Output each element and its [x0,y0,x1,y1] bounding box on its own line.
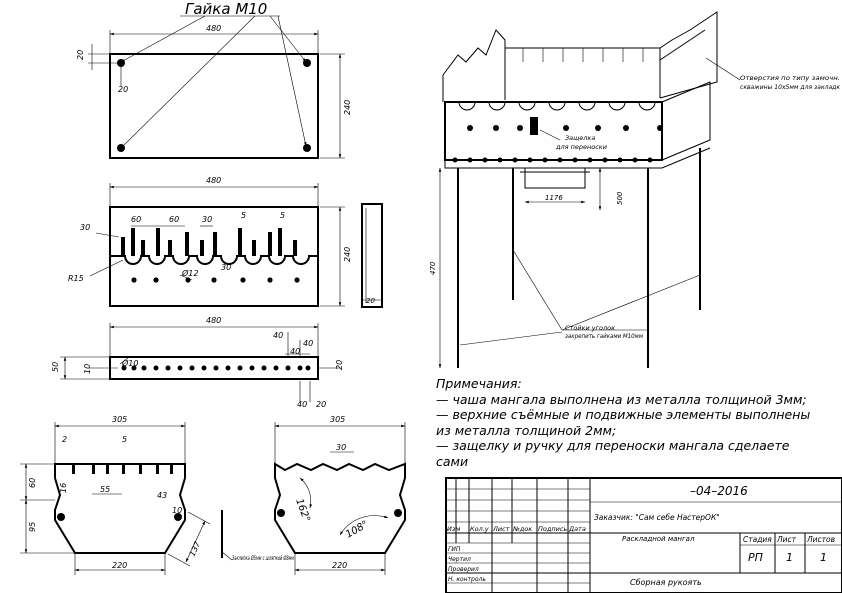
top-plate-offset-x: 20 [118,85,128,94]
handle-label: Заклепка Ø5мм с шляпкой Ø8мм [232,554,294,562]
tb-row-3: Н. контроль [448,576,486,583]
trap-left-d10: 10 [172,506,182,515]
trap-left-d60: 60 [28,478,37,488]
trap-left-d16: 16 [59,483,68,493]
trap-left-bottom: 220 [112,561,127,570]
trap-left-d2: 2 [62,435,67,444]
radius-label: R15 [68,274,84,283]
tb-row-2: Проверил [448,566,479,573]
trap-left-d43: 43 [157,491,167,500]
tb-sheet: 1 [786,551,793,564]
bottom-d20a: 20 [335,360,344,370]
tb-header-0: Изм [447,525,460,533]
trapezoid-right: 305 30 162° 108° 220 [274,415,406,575]
trap-left-d95: 95 [28,522,37,532]
legs-label-2: закрепить гайками М10мм [565,333,643,340]
tb-assembly: Сборная рукоять [630,578,702,587]
slot-width-a: 5 [241,211,246,220]
title-block: –04–2016 Заказчик: "Сам себе НастерОК" И… [445,477,842,593]
tb-date: –04–2016 [690,484,748,498]
bottom-d20b: 20 [316,400,326,409]
top-plate-height: 240 [343,100,352,115]
legs-label-1: Стойки уголок [565,324,615,332]
hole-label-2: скважины 10х5мм для закладк [740,84,840,91]
trapezoid-left: 305 2 5 55 60 95 16 43 10 137 220 [20,415,211,575]
trap-left-d5: 5 [122,435,127,444]
bottom-left-offset: 10 [83,364,92,374]
notes-line-1: — чаша мангала выполнена из металла толщ… [436,391,807,407]
side-strip-width: 20 [366,297,375,305]
tb-row-0: ГИП [448,546,461,553]
dim-1176: 1176 [545,194,563,202]
trap-right-top: 305 [330,415,345,424]
hole-dia: Ø12 [181,268,198,278]
tb-stage-label: Стадия [743,535,772,544]
top-plate-width: 480 [206,24,221,33]
tb-header-5: Дата [568,525,586,533]
bottom-d40c: 40 [290,347,300,356]
bottom-d40b: 40 [303,339,313,348]
notes-line-4: — защелку и ручку для переноски мангала … [436,438,790,453]
front-plate-width: 480 [206,176,221,185]
bottom-plate-height: 50 [51,362,60,372]
isometric-view: Отверстия по типу замочн. скважины 10х5м… [429,11,840,369]
tb-sheets-label: Листов [806,535,835,544]
tb-customer: Заказчик: "Сам себе НастерОК" [594,513,720,522]
front-plate-height: 240 [343,247,352,262]
handle: Заклепка Ø5мм с шляпкой Ø8мм [221,510,294,562]
notes: Примечания: — чаша мангала выполнена из … [436,376,836,469]
trap-left-d137: 137 [188,539,203,557]
tb-header-1: Кол.у [470,525,489,533]
nut-leaders [120,15,307,149]
latch-label-1: Защелка [565,134,595,142]
side-strip: 20 [361,203,383,308]
notes-line-2: — верхние съёмные и подвижные элементы в… [436,407,811,422]
tb-header-3: №док [512,525,532,533]
slot-spacing-a: 60 [131,215,141,224]
trap-right-bottom: 220 [332,561,347,570]
notes-heading: Примечания: [436,376,522,391]
front-plate: 480 60 60 30 5 5 30 R15 Ø12 30 240 [68,176,352,307]
notes-line-5: сами [436,453,469,469]
bottom-d40d: 40 [297,400,307,409]
tb-sheets: 1 [820,551,827,564]
hole-label-1: Отверстия по типу замочн. [740,75,840,82]
bottom-d40a: 40 [273,331,283,340]
dim-500: 500 [616,191,624,205]
slot-width-b: 5 [280,211,285,220]
tb-stage: РП [748,551,763,564]
trap-right-angle2: 108° [344,519,370,541]
tb-header-4: Подпись [538,525,567,533]
top-plate-offset-y: 20 [76,50,85,60]
latch-label-2: для переноски [555,143,607,151]
slot-spacing-c: 30 [202,215,212,224]
notes-line-3: из металла толщиной 2мм; [436,422,617,438]
trap-left-top: 305 [112,415,127,424]
hole-depth: 30 [221,263,231,272]
bottom-plate-width: 480 [206,316,221,325]
bottom-hole-dia: Ø10 [121,358,138,368]
tb-sheet-label: Лист [776,535,797,544]
slot-depth: 30 [80,223,90,232]
tb-product: Раскладной мангал [622,535,695,543]
trap-left-d55: 55 [100,485,110,494]
trap-right-angle1: 162° [293,497,312,523]
trap-right-d30: 30 [336,443,346,452]
nut-label: Гайка М10 [185,0,267,18]
tb-header-2: Лист [492,525,510,533]
dim-470: 470 [429,261,437,275]
slot-spacing-b: 60 [169,215,179,224]
top-plate: 480 240 20 20 [76,24,352,159]
tb-row-1: Чертил [448,556,471,563]
bottom-plate: 480 50 10 Ø10 40 40 40 20 40 20 [51,316,344,409]
